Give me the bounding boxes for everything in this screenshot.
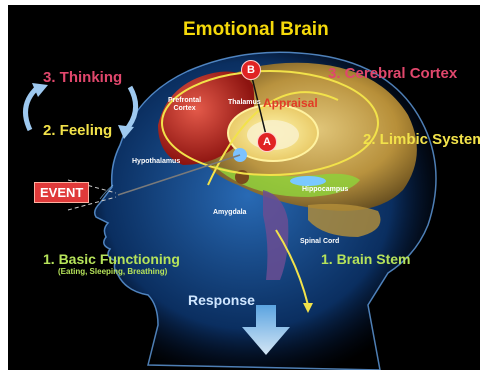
badge-a: A <box>257 132 277 152</box>
label-thalamus: Thalamus <box>228 99 261 106</box>
region-cerebral-cortex: 3. Cerebral Cortex <box>328 66 457 81</box>
badge-b: B <box>241 60 261 80</box>
diagram-panel: Emotional Brain 3. Thinking 2. Feeling 1… <box>8 5 480 370</box>
label-prefrontal-cortex: Prefrontal Cortex <box>168 97 201 112</box>
label-hippocampus: Hippocampus <box>302 186 348 193</box>
label-hypothalamus: Hypothalamus <box>132 158 180 165</box>
label-appraisal: Appraisal <box>263 97 318 109</box>
event-label: EVENT <box>34 182 89 203</box>
label-spinal-cord: Spinal Cord <box>300 238 339 245</box>
level-basic-functioning: 1. Basic Functioning <box>43 252 180 266</box>
cycle-arrow-up <box>26 87 39 130</box>
level-basic-functioning-sub: (Eating, Sleeping, Breathing) <box>58 268 167 276</box>
level-feeling: 2. Feeling <box>43 123 112 138</box>
level-thinking: 3. Thinking <box>43 70 122 85</box>
hippocampus-node <box>290 176 326 186</box>
page-title: Emotional Brain <box>183 20 329 39</box>
response-label: Response <box>188 293 255 307</box>
region-limbic-system: 2. Limbic System <box>363 132 480 147</box>
label-amygdala: Amygdala <box>213 209 246 216</box>
region-brain-stem: 1. Brain Stem <box>321 252 410 266</box>
